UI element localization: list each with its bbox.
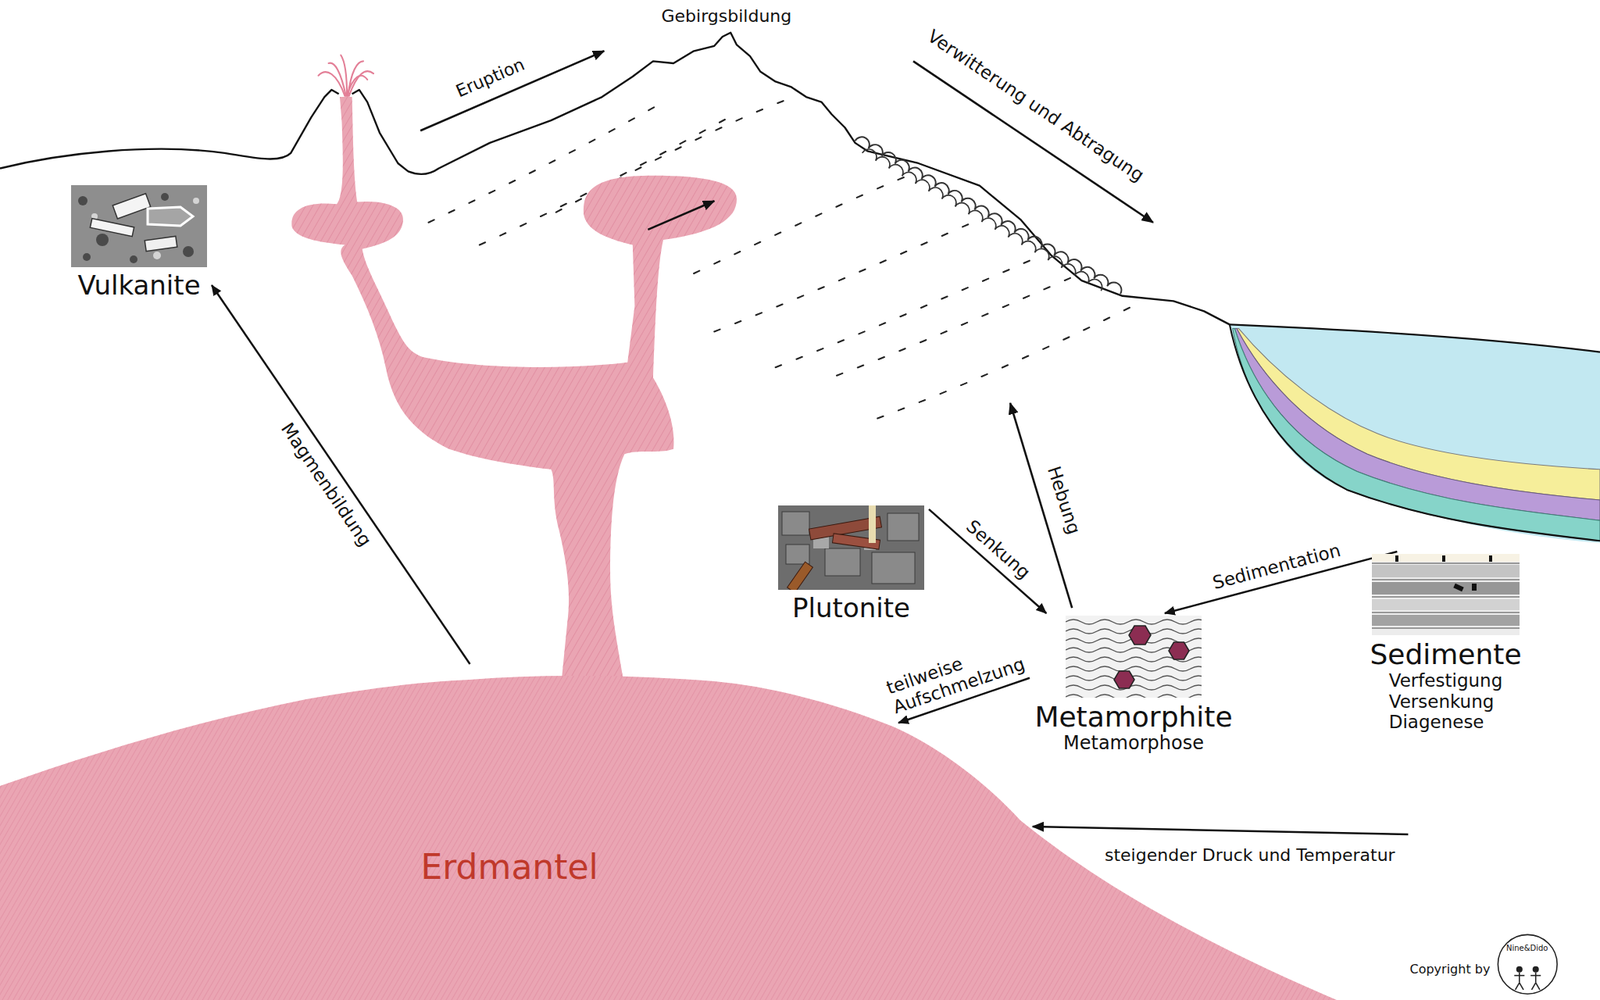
scree — [862, 149, 1103, 291]
sea — [1229, 324, 1600, 543]
rock-type-title: Plutonite — [778, 592, 925, 624]
eruption-arrow — [420, 50, 604, 131]
process-name: Metamorphose — [1034, 732, 1233, 755]
process-list: Verfestigung Versenkung Diagenese — [1389, 670, 1504, 733]
rock-type-title: Vulkanite — [71, 270, 208, 301]
process-label: Hebung — [1042, 463, 1085, 537]
rock-type-title: Sedimente — [1369, 638, 1522, 671]
rock-type-node: MetamorphiteMetamorphose — [1029, 613, 1238, 758]
sediment-layer-teal — [1232, 328, 1600, 542]
metamorphic-rock-icon — [1065, 615, 1202, 698]
ground-outline — [0, 32, 1230, 325]
process-label: Senkung — [962, 515, 1035, 583]
rock-type-node: SedimenteVerfestigung Versenkung Diagene… — [1364, 551, 1527, 736]
volcanic-rock-icon — [71, 185, 208, 268]
mantle-title: Erdmantel — [421, 847, 599, 888]
plutonic-rock-icon — [778, 505, 925, 590]
process-label: Eruption — [452, 53, 527, 101]
logo — [1497, 934, 1558, 994]
process-label: Sedimentation — [1210, 539, 1343, 594]
rock-type-node: Plutonite — [773, 503, 929, 626]
process-arrow — [928, 509, 1047, 614]
eruption-fountain — [318, 55, 375, 97]
mantle-dome — [0, 664, 899, 1000]
mountain-building-label: Gebirgsbildung — [661, 6, 793, 26]
process-arrow — [211, 285, 471, 665]
logo-text: Nine&Dido — [1506, 943, 1549, 954]
sedimentary-rock-icon — [1371, 553, 1520, 636]
scree — [855, 136, 1122, 294]
copyright-note: Copyright by — [1410, 962, 1491, 977]
process-label: steigender Druck und Temperatur — [1104, 845, 1396, 865]
mantle-region: Erdmantel — [0, 664, 899, 1000]
rock-type-node: Vulkanite — [66, 182, 212, 304]
process-label: teilweise Aufschmelzung — [884, 634, 1029, 718]
pressure-arrow — [1032, 826, 1409, 835]
rock-type-title: Metamorphite — [1034, 700, 1233, 733]
chamber-arrow — [647, 200, 715, 230]
magma-plume — [291, 96, 737, 704]
sea-surface-line — [1229, 324, 1600, 352]
process-label: Verwitterung und Abtragung — [923, 25, 1148, 186]
process-label: Magmenbildung — [276, 419, 375, 551]
sea-floor-line — [1229, 324, 1600, 541]
weathering-arrow — [913, 60, 1154, 222]
